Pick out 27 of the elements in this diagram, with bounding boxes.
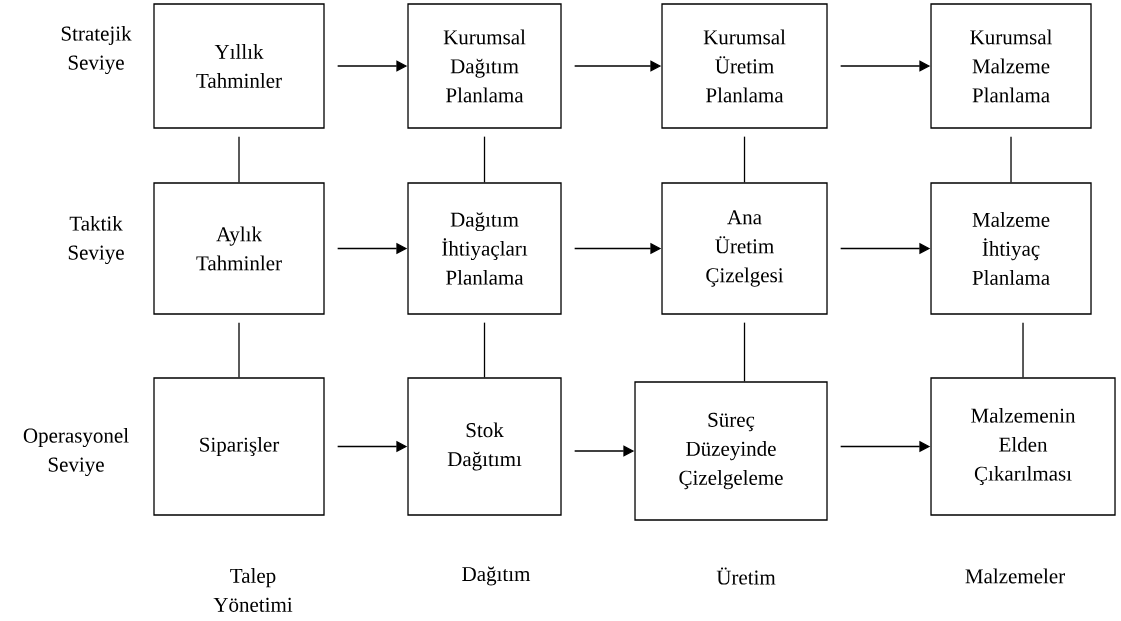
process-box: Kurumsal Üretim Planlama (661, 3, 828, 129)
process-box: Malzemenin Elden Çıkarılması (930, 377, 1116, 516)
connector-line (238, 322, 240, 378)
connector-line (483, 136, 486, 183)
connector-line (1022, 322, 1024, 378)
process-box: Siparişler (153, 377, 325, 516)
process-box: Kurumsal Malzeme Planlama (930, 3, 1092, 129)
process-box: Stok Dağıtımı (407, 377, 562, 516)
level-label: Operasyonel Seviye (23, 427, 129, 477)
level-label: Stratejik Seviye (61, 25, 132, 75)
process-box: Ana Üretim Çizelgesi (661, 182, 828, 315)
connector-line (1010, 136, 1012, 183)
process-box: Süreç Düzeyinde Çizelgeleme (634, 381, 828, 521)
level-label: Üretim (716, 567, 776, 585)
process-box: Malzeme İhtiyaç Planlama (930, 182, 1092, 315)
level-label: Dağıtım (462, 566, 531, 586)
process-box: Kurumsal Dağıtım Planlama (407, 3, 562, 129)
connector-line (743, 322, 746, 382)
process-box: Yıllık Tahminler (153, 3, 325, 129)
connector-line (483, 322, 486, 378)
level-label: Talep Yönetimi (213, 568, 293, 612)
process-box: Aylık Tahminler (153, 182, 325, 315)
level-label: Malzemeler (965, 568, 1065, 584)
process-box: Dağıtım İhtiyaçları Planlama (407, 182, 562, 315)
connector-line (238, 136, 240, 183)
level-label: Taktik Seviye (68, 215, 124, 265)
connector-line (743, 136, 746, 183)
